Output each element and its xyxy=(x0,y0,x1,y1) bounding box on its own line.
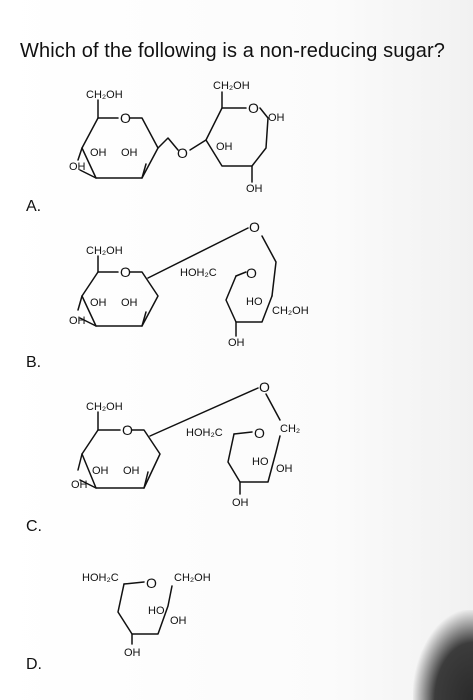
d-ho: HO xyxy=(148,605,165,617)
c-ring-o-right: O xyxy=(254,425,265,441)
option-a-label[interactable]: A. xyxy=(26,198,42,215)
a-ring-o-right: O xyxy=(248,100,259,116)
b-oh-bottom: OH xyxy=(228,337,245,349)
a-oh-right-bottom: OH xyxy=(246,183,263,195)
c-ring-o-left: O xyxy=(122,422,133,438)
b-ring-o-left: O xyxy=(120,264,131,280)
b-oh-1: OH xyxy=(90,297,107,309)
a-ch2oh-left: CH₂OH xyxy=(86,89,123,101)
c-oh-right: OH xyxy=(276,463,293,475)
b-hoh2c: HOH₂C xyxy=(180,267,217,279)
c-oh-2: OH xyxy=(123,465,140,477)
a-oh-3: OH xyxy=(69,161,86,173)
structure-a xyxy=(77,91,269,183)
a-link-o: O xyxy=(177,145,188,161)
a-ch2oh-right: CH₂OH xyxy=(213,80,250,92)
b-oh-3: OH xyxy=(69,315,86,327)
c-ch2: CH₂ xyxy=(280,423,300,435)
c-hoh2c: HOH₂C xyxy=(186,427,223,439)
c-oh-3: OH xyxy=(71,479,88,491)
b-ring-o-right: O xyxy=(246,265,257,281)
question-text: Which of the following is a non-reducing… xyxy=(20,40,445,62)
option-c-label[interactable]: C. xyxy=(26,518,42,535)
option-d-label[interactable]: D. xyxy=(26,656,42,673)
structure-c xyxy=(77,387,281,495)
b-ho: HO xyxy=(246,296,263,308)
d-ch2oh: CH₂OH xyxy=(174,572,211,584)
a-oh-right-mid: OH xyxy=(216,141,233,153)
b-link-o: O xyxy=(249,219,260,235)
b-oh-2: OH xyxy=(121,297,138,309)
d-ring-o: O xyxy=(146,575,157,591)
a-oh-2: OH xyxy=(121,147,138,159)
option-b-label[interactable]: B. xyxy=(26,354,42,371)
c-ch2oh-left: CH₂OH xyxy=(86,401,123,413)
structure-d xyxy=(117,581,173,645)
d-oh-right: OH xyxy=(170,615,187,627)
c-link-o: O xyxy=(259,379,270,395)
d-hoh2c: HOH₂C xyxy=(82,572,119,584)
dark-corner-shadow xyxy=(413,610,473,700)
c-ho: HO xyxy=(252,456,269,468)
structure-b xyxy=(77,227,277,337)
a-oh-1: OH xyxy=(90,147,107,159)
a-oh-anomeric: OH xyxy=(268,112,285,124)
a-ring-o-left: O xyxy=(120,110,131,126)
b-ch2oh-right: CH₂OH xyxy=(272,305,309,317)
c-oh-bottom: OH xyxy=(232,497,249,509)
c-oh-1: OH xyxy=(92,465,109,477)
b-ch2oh-left: CH₂OH xyxy=(86,245,123,257)
d-oh-bottom: OH xyxy=(124,647,141,659)
